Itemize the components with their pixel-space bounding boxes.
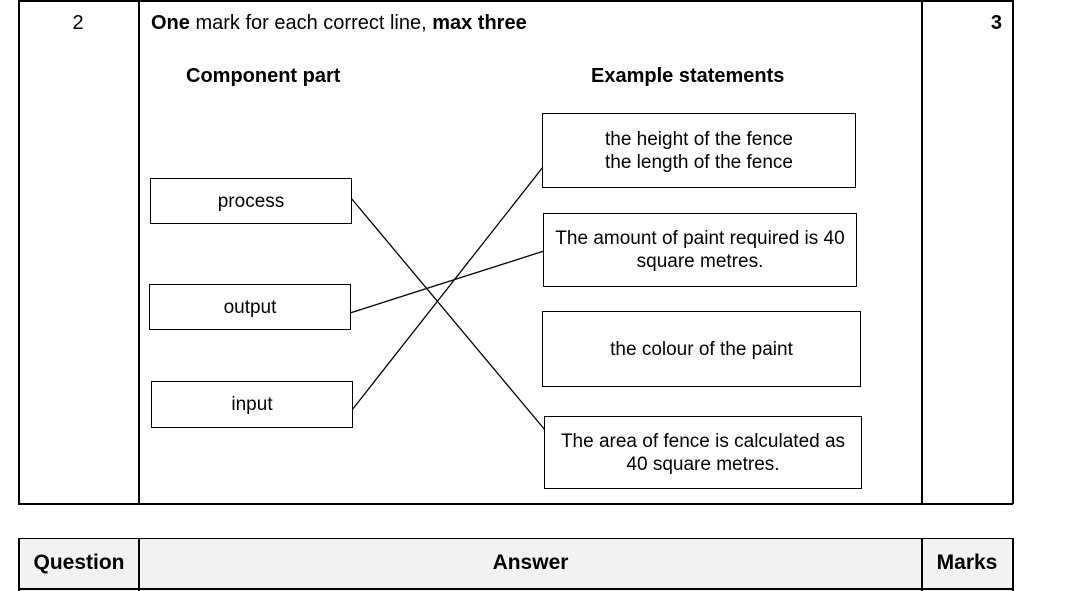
- line-input-to-height-length: [351, 166, 544, 411]
- component-output-label: output: [223, 296, 277, 318]
- statement-paint-amount-line2: square metres.: [636, 251, 764, 272]
- table-divider-marks: [921, 0, 923, 504]
- component-part-heading: Component part: [186, 65, 341, 87]
- line-output-to-paint-amount: [349, 250, 545, 314]
- header-marks: Marks: [936, 551, 998, 574]
- header-divider-marks: [921, 538, 923, 591]
- instruction-bold-one: One: [151, 12, 190, 34]
- table-right-border: [1012, 0, 1014, 504]
- component-process-box: process: [150, 178, 352, 224]
- table-left-border: [18, 0, 20, 504]
- component-process-label: process: [217, 190, 285, 212]
- statement-paint-colour-line: the colour of the paint: [610, 338, 793, 360]
- table-divider-question: [138, 0, 140, 504]
- marking-instruction: One mark for each correct line, max thre…: [151, 12, 527, 35]
- statement-fence-area-box: The area of fence is calculated as 40 sq…: [544, 416, 862, 489]
- header-answer: Answer: [492, 551, 569, 574]
- header-left-border: [18, 538, 20, 591]
- header-right-border: [1012, 538, 1014, 591]
- statement-length-line: the length of the fence: [604, 151, 794, 173]
- table-bottom-border: [18, 503, 1013, 505]
- answer-table-header-row: [18, 538, 1013, 591]
- line-process-to-fence-area: [350, 197, 546, 431]
- question-marks: 3: [990, 12, 1002, 34]
- instruction-text: mark for each correct line,: [189, 12, 433, 34]
- example-statements-heading: Example statements: [591, 65, 785, 87]
- header-divider-question: [138, 538, 140, 591]
- question-number: 2: [72, 12, 84, 34]
- statement-fence-area-line2: 40 square metres.: [626, 453, 780, 475]
- component-input-label: input: [231, 394, 273, 415]
- component-input-box: input: [151, 381, 353, 428]
- header-bottom-border: [18, 588, 1013, 590]
- statement-height-length-box: the height of the fence the length of th…: [542, 113, 856, 188]
- header-question: Question: [33, 551, 125, 574]
- statement-paint-amount-line1: The amount of paint required is 40: [555, 228, 845, 249]
- table-top-border: [18, 0, 1013, 2]
- component-output-box: output: [149, 284, 351, 330]
- statement-paint-amount-box: The amount of paint required is 40 squar…: [543, 213, 857, 287]
- statement-paint-colour-box: the colour of the paint: [542, 311, 861, 387]
- statement-height-line: the height of the fence: [604, 128, 794, 150]
- instruction-bold-max: max three: [432, 12, 527, 34]
- statement-fence-area-line1: The area of fence is calculated as: [560, 430, 846, 452]
